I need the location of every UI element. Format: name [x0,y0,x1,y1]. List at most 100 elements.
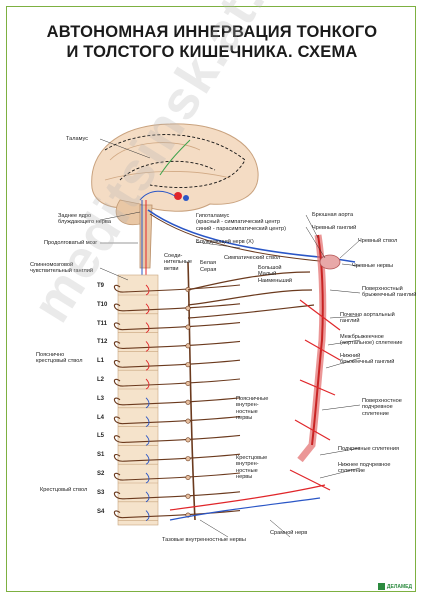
cord-root-t11 [145,322,150,334]
sympathetic-trunk [187,261,196,521]
label-pelvic-nerves: Тазовые внутренностные нервы [162,537,246,543]
label-lumbosacral-trunk: Пояснично крестцовый ствол [36,352,83,365]
cord-root-l5 [145,435,150,446]
label-sup-mesenteric-ganglion: Поверхностный брыжеечный ганглий [362,286,417,299]
label-hypogastric-plexuses: Подчревные сплетения [338,446,400,452]
sympathetic-ganglion-s3 [185,493,191,499]
logo-icon [377,583,385,590]
label-talamus: Таламус [66,136,89,142]
vertebra-label-l2: L2 [97,377,105,383]
pelvic-nerves [169,497,321,521]
vertebra-label-l1: L1 [97,358,105,365]
spinal-nerves [113,284,241,522]
vertebra-label-l3: L3 [97,395,105,402]
spinal-nerve-t10 [113,303,241,312]
poster-border [6,6,416,592]
sympathetic-ganglion-t11 [185,324,191,330]
label-connecting-branches: Соеди- нительные ветви [164,253,193,272]
sympathetic-ganglion-l2 [185,380,191,386]
label-intermesenteric-plexus: Межбрыжеечное (аортальное) сплетение [340,334,403,347]
green-tract [159,139,191,176]
label-celiac-ganglion: Чревный ганглий [312,225,357,231]
cord-root-t12 [145,341,150,352]
label-inf-hypogastric-plexus: Нижнее подчревное сплетение [338,462,391,475]
label-gray: Серая [200,267,217,273]
label-pudendal-nerve: Срамной нерв [270,530,308,536]
spinal-nerve-l4 [113,416,241,425]
cord-root-s1 [145,453,150,465]
vertebra-label-t11: T11 [97,320,108,327]
logo-text: ДЕЛАМЕД [386,583,412,590]
talamus-arrow [104,134,246,188]
sympathetic-ganglion-t10 [185,305,191,311]
pelvic-nerves-2 [169,484,326,511]
spinal-nerve-s2 [113,472,241,481]
spinal-nerve-s4 [113,510,241,519]
sympathetic-ganglion-l5 [185,437,191,443]
spinal-nerve-l3 [113,397,241,406]
label-abdominal-aorta: Брюшная аорта [312,212,354,218]
cord-root-l3 [145,397,150,409]
hypothalamus-path [139,190,176,201]
title-line-1: АВТОНОМНАЯ ИННЕРВАЦИЯ ТОНКОГО [46,23,378,41]
label-medulla: Продолговатый мозг [44,240,98,246]
vertebra-label-l4: L4 [97,414,105,421]
cord-root-s4 [145,510,150,522]
sympathetic-ganglion-s1 [185,456,191,462]
title-line-2: И ТОЛСТОГО КИШЕЧНИКА. СХЕМА [66,43,358,61]
vertebra-label-s1: S1 [97,452,105,459]
label-aortorenal-ganglion: Почечно аортальный ганглий [340,312,395,325]
cord-root-s3 [145,491,150,503]
label-celiac-nerves: Чревные нервы [352,263,393,269]
sympathetic-ganglion-l3 [185,399,191,405]
vertebra-label-t9: T9 [97,283,105,289]
label-hypothalamus: Гипоталамус (красный - симпатический цен… [196,213,287,232]
vertebra-label-l5: L5 [97,433,105,440]
cord-root-l2 [145,378,150,390]
cord-root-t10 [145,303,150,315]
spinal-nerve-s3 [113,491,241,500]
label-sacral-nerves: Крестцовые внутрен- ностные нервы [236,455,268,481]
vertebra-label-s4: S4 [97,508,105,515]
spinal-nerve-t12 [113,340,241,349]
greater-splanchnic [187,271,311,291]
label-white: Белая [200,260,216,266]
hypothalamus-node-blue [183,195,189,201]
label-sympathetic-trunk: Симпатический ствол [224,255,281,261]
cord-root-s2 [145,472,150,484]
label-vagus-nerve: Блуждающий нерв (X) [196,239,254,245]
publisher-logo: ДЕЛАМЕД [377,583,412,590]
leader-lines [99,138,361,538]
spinal-nerve-s1 [113,453,241,462]
celiac-ganglion-shape [319,254,341,270]
sympathetic-ganglion-l4 [185,418,191,424]
plexus-network [289,299,341,491]
vertebra-label-t12: T12 [97,339,108,346]
label-lumbar-nerves: Поясничные внутрен- ностные нервы [236,396,269,422]
sympathetic-ganglion-s2 [185,474,191,480]
label-spinal-ganglion: Спинномозговой чувствительный ганглий [30,262,94,275]
spinal-nerve-l2 [113,378,241,387]
spinal-nerve-t9 [113,284,241,293]
vertebra-label-s3: S3 [97,489,105,496]
cord-root-t9 [145,284,150,296]
hypothalamus-node [174,192,182,200]
vertebra-label-t10: T10 [97,301,108,308]
spinal-nerve-l5 [113,434,241,443]
vertebral-column [117,274,159,526]
abdominal-aorta [297,234,327,463]
label-splanchnic: Большой Малый Наименьший [258,265,292,284]
label-sacral-trunk: Крестцовый ствол [40,487,88,493]
label-celiac-trunk: Чревный ствол [358,238,398,244]
sympathetic-ganglion-l1 [185,362,191,368]
cord-root-l1 [145,359,150,371]
cord-root-l4 [145,416,150,428]
label-sup-hypogastric-plexus: Поверхностное подчревное сплетение [362,398,402,417]
sympathetic-ganglion-t12 [185,343,191,349]
poster-title: АВТОНОМНАЯ ИННЕРВАЦИЯ ТОНКОГО И ТОЛСТОГО… [14,22,410,62]
least-splanchnic [187,304,315,319]
spinal-nerve-t11 [113,322,241,331]
label-vagus-nucleus: Заднее ядро блуждающего нерва [58,213,111,226]
